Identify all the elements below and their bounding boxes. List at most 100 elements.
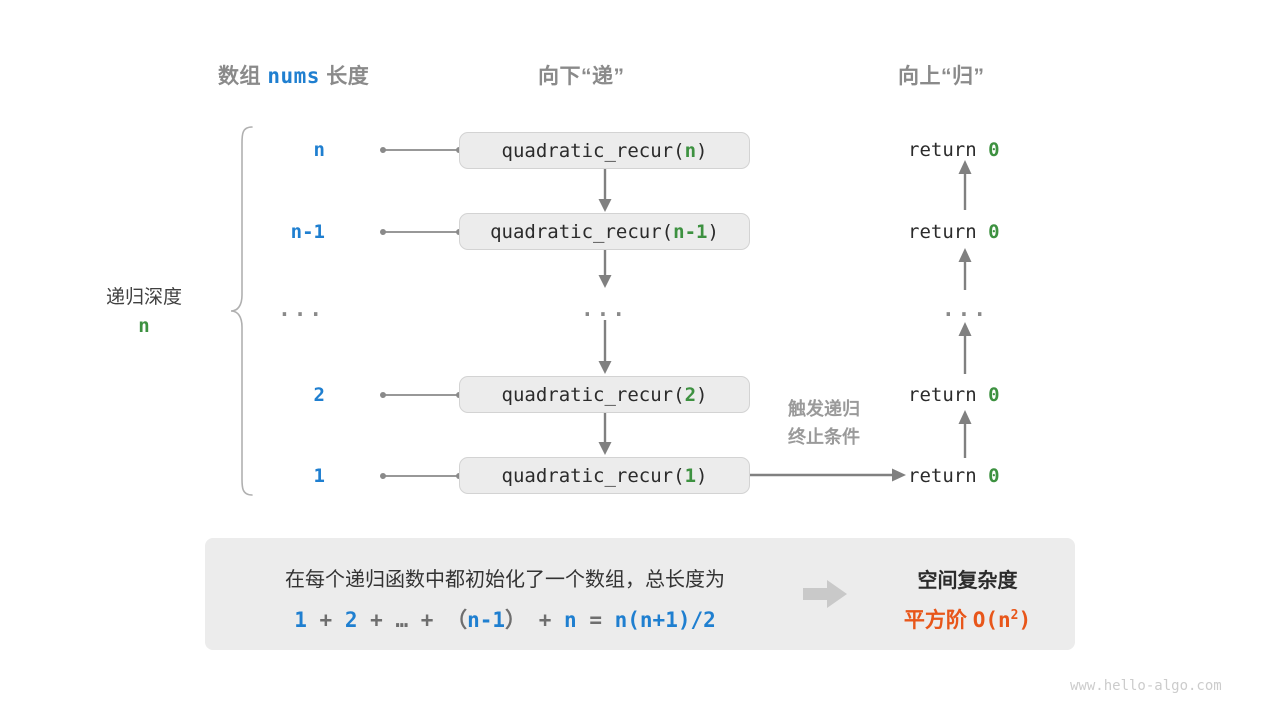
formula-op-2: + [370,608,383,632]
watermark: www.hello-algo.com [1070,678,1222,694]
depth-label-text: 递归深度 [105,287,182,308]
header-array-length: 数组 nums 长度 [218,60,369,90]
ascend-arrow-4-to-3 [956,410,974,458]
return-text-0: return [908,139,989,161]
complexity-value: 平方阶 O(n2) [860,604,1075,634]
complexity-notation-close: ) [1018,608,1032,632]
formula-op-4: + [538,608,552,632]
formula-equals: = [589,608,602,632]
depth-label: 递归深度 n [84,283,204,342]
block-arrow-right-icon [803,580,847,608]
size-label-row-1: n-1 [290,221,325,243]
formula-term-4: n-1 [467,608,506,632]
size-label-row-0: n [313,139,325,161]
arrow-down-icon [598,320,612,374]
return-label-row-3: return 0 [908,384,1000,406]
return-label-row-0: return 0 [908,139,1000,161]
call-box-row-2: ... [581,297,628,321]
call-box-suffix-1: ) [707,220,719,243]
descend-arrow-3-to-4 [596,413,614,457]
terminate-note-line2: 终止条件 [788,426,860,447]
header-ascend: 向上“归” [898,65,985,88]
return-text-1: return [908,221,989,243]
return-text-4: return [908,465,989,487]
return-value-3: 0 [988,384,1000,406]
size-label-row-4: 1 [313,465,325,487]
formula-paren-close: ） [505,608,527,632]
call-box-suffix-4: ) [696,464,708,487]
connector-row-3 [378,388,464,402]
call-box-row-1[interactable]: quadratic_recur(n-1) [459,213,750,250]
return-label-row-4: return 0 [908,465,1000,487]
connector-row-4 [378,469,464,483]
header-array-prefix: 数组 [218,65,268,88]
formula-paren-open: （ [446,608,468,632]
return-label-row-2: ... [942,297,989,321]
terminate-arrow [750,466,908,484]
call-box-text-3: quadratic_recur( [501,383,685,406]
call-box-arg-1: n-1 [673,220,708,243]
call-box-arg-3: 2 [684,383,697,406]
formula-term-1: 1 [294,608,307,632]
terminate-note-line1: 触发递归 [788,399,860,419]
connector-line-0 [380,147,462,153]
connector-line-3 [380,392,462,398]
arrow-up-icon [958,248,972,290]
call-box-suffix-3: ) [696,383,708,406]
header-array-var: nums [267,64,320,88]
depth-brace [228,125,258,497]
complexity-notation-base: O(n [972,608,1011,632]
summary-formula: 1 + 2 + … + （n-1） + n = n(n+1)/2 [205,604,805,634]
return-value-4: 0 [988,465,1000,487]
formula-op-3: + [420,608,434,632]
size-label-row-3: 2 [313,384,325,406]
connector-row-0 [378,143,464,157]
call-box-row-3[interactable]: quadratic_recur(2) [459,376,750,413]
return-value-1: 0 [988,221,1000,243]
connector-line-1 [380,229,462,235]
summary-description: 在每个递归函数中都初始化了一个数组，总长度为 [285,569,725,591]
ascend-arrow-1-to-0 [956,160,974,210]
arrow-down-icon [598,250,612,288]
call-box-text-1: quadratic_recur( [490,220,674,243]
return-value-0: 0 [988,139,1000,161]
call-box-text-0: quadratic_recur( [501,139,685,162]
call-box-row-4[interactable]: quadratic_recur(1) [459,457,750,494]
header-array-suffix: 长度 [319,65,370,88]
complexity-label: 平方阶 [903,609,973,632]
arrow-up-icon [958,410,972,458]
call-box-suffix-0: ) [696,139,708,162]
complexity-title: 空间复杂度 [917,570,1018,592]
summary-arrow-icon [803,580,847,608]
depth-brace-shape [230,126,253,496]
depth-label-value: n [138,315,150,338]
terminate-note: 触发递归 终止条件 [761,396,887,452]
ascend-arrow-3-to-dots [956,322,974,374]
return-label-row-1: return 0 [908,221,1000,243]
descend-arrow-0-to-1 [596,169,614,214]
call-box-arg-0: n [684,139,697,162]
complexity-notation-exponent: 2 [1010,608,1019,623]
return-text-3: return [908,384,989,406]
call-box-arg-4: 1 [684,464,697,487]
header-descend: 向下“递” [538,65,625,88]
formula-result: n(n+1)/2 [614,608,716,632]
arrow-up-icon [958,322,972,374]
connector-line-4 [380,473,462,479]
call-box-text-4: quadratic_recur( [501,464,685,487]
size-label-row-2: ... [278,297,325,321]
summary-panel [205,538,1075,650]
ascend-arrow-dots-to-1 [956,248,974,290]
arrow-up-icon [958,160,972,210]
arrow-down-icon [598,169,612,212]
formula-op-1: + [319,608,333,632]
descend-arrow-dots-to-3 [596,320,614,376]
arrow-down-icon [598,413,612,455]
formula-term-2: 2 [344,608,358,632]
arrow-right-icon [750,468,906,482]
connector-row-1 [378,225,464,239]
call-box-row-0[interactable]: quadratic_recur(n) [459,132,750,169]
formula-term-5: n [564,608,577,632]
formula-ellipsis: … [395,608,409,632]
